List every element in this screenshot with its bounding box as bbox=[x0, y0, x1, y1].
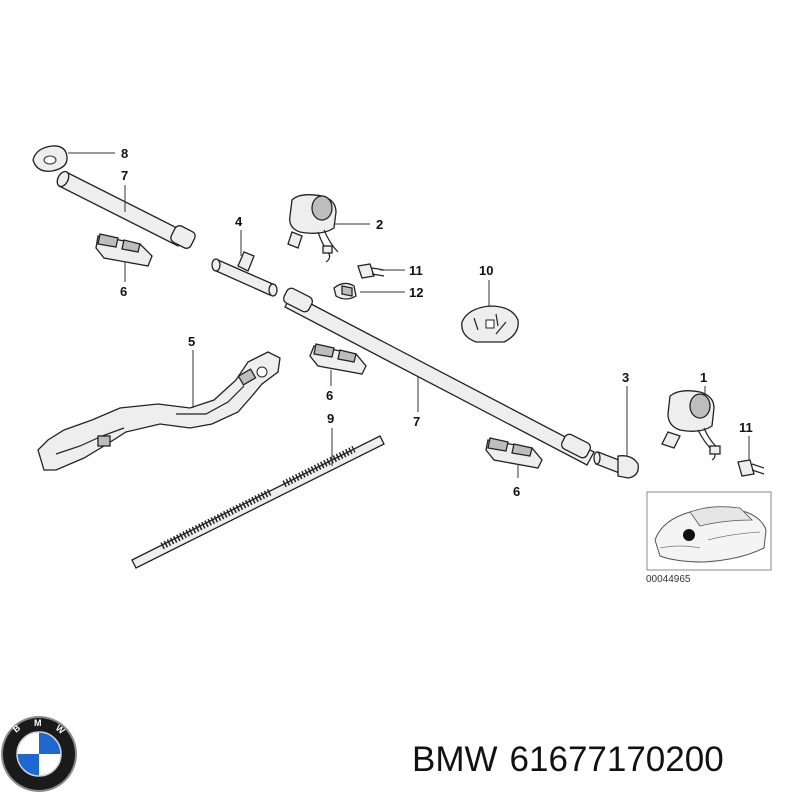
callout-7-upper: 7 bbox=[121, 168, 128, 183]
callout-10: 10 bbox=[479, 263, 493, 278]
svg-text:M: M bbox=[34, 718, 42, 728]
part-number-caption: BMW 61677170200 bbox=[412, 740, 724, 780]
part-number: 61677170200 bbox=[509, 740, 724, 779]
callout-7-long: 7 bbox=[413, 414, 420, 429]
svg-text:B: B bbox=[11, 722, 23, 734]
washer-nozzle-part-1 bbox=[661, 390, 721, 461]
clamp-part-12 bbox=[333, 282, 357, 300]
clip-part-6-middle bbox=[309, 343, 367, 375]
clip-part-6-left bbox=[95, 233, 153, 267]
inset-reference-code: 00044965 bbox=[646, 574, 691, 585]
callout-12: 12 bbox=[409, 285, 423, 300]
callout-1: 1 bbox=[700, 370, 707, 385]
t-connector-part-4 bbox=[211, 251, 278, 297]
grommet-part-8 bbox=[32, 145, 68, 172]
callout-4: 4 bbox=[235, 214, 243, 229]
callout-6-middle: 6 bbox=[326, 388, 333, 403]
wire-connector-part-11-lower bbox=[737, 459, 765, 477]
clip-part-6-right bbox=[485, 437, 543, 469]
callout-9: 9 bbox=[327, 411, 334, 426]
callout-3: 3 bbox=[622, 370, 629, 385]
elbow-connector-part-3 bbox=[593, 451, 639, 479]
callout-6-right: 6 bbox=[513, 484, 520, 499]
callout-6-left: 6 bbox=[120, 284, 127, 299]
callout-2: 2 bbox=[376, 217, 383, 232]
bmw-logo: B M W bbox=[1, 716, 77, 792]
callout-11-upper: 11 bbox=[409, 263, 423, 278]
washer-nozzle-part-2 bbox=[287, 194, 339, 263]
callout-11-lower: 11 bbox=[739, 420, 753, 435]
holder-part-10 bbox=[461, 305, 519, 343]
hose-part-7-long bbox=[282, 287, 595, 466]
callout-5: 5 bbox=[188, 334, 195, 349]
callout-8: 8 bbox=[121, 146, 128, 161]
brand-name: BMW bbox=[412, 740, 498, 779]
hose-part-7-upper bbox=[56, 170, 196, 249]
spiral-hose-part-9 bbox=[131, 435, 385, 569]
vehicle-location-inset bbox=[646, 491, 772, 571]
wire-connector-part-11-upper bbox=[357, 263, 385, 279]
bracket-part-5 bbox=[37, 351, 281, 471]
